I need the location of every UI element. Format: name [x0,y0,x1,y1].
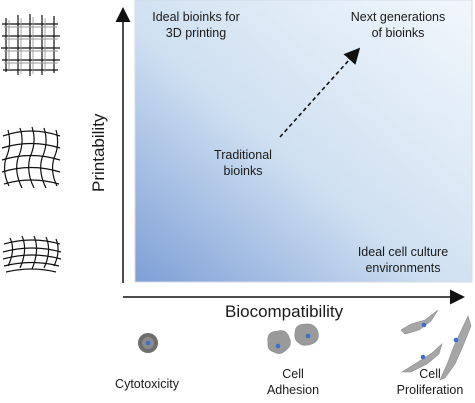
label-cell-proliferation-line2: Proliferation [396,383,464,397]
cell-proliferation-icon [400,309,472,381]
x-axis-label: Biocompatibility [225,302,344,321]
label-traditional-line1: Traditional [214,148,272,162]
label-cell-adhesion-line2: Adhesion [266,383,320,397]
label-cell-adhesion-line1: Cell [282,367,304,381]
grid-icon-compressed [2,235,62,273]
gradient-region [134,0,473,283]
label-next-generations-line2: of bioinks [371,26,425,40]
cytotoxicity-cell-icon [138,333,158,353]
label-next-generations: Next generations of bioinks [328,9,468,41]
label-next-generations-line1: Next generations [350,10,446,24]
label-ideal-bioinks-line2: 3D printing [165,26,227,40]
label-traditional-line2: bioinks [223,164,263,178]
grid-icon-regular [1,14,60,76]
grid-icon-wavy [1,126,61,189]
label-ideal-cell-culture-line2: environments [365,261,441,275]
label-traditional-bioinks: Traditional bioinks [198,147,288,179]
dashed-arrow [279,47,361,138]
y-axis-label: Printability [89,113,108,192]
label-ideal-cell-culture: Ideal cell culture environments [334,244,472,276]
label-cytotoxicity: Cytotoxicity [115,377,179,391]
label-cell-proliferation: Cell Proliferation [387,366,473,398]
label-cell-proliferation-line1: Cell [419,367,441,381]
label-ideal-cell-culture-line1: Ideal cell culture [357,245,449,259]
label-ideal-bioinks-line1: Ideal bioinks for [152,10,240,24]
cell-adhesion-icon [267,323,319,354]
grid-icon-regular-shadow [4,17,58,74]
label-cell-adhesion: Cell Adhesion [253,366,333,398]
label-ideal-bioinks: Ideal bioinks for 3D printing [136,9,256,41]
